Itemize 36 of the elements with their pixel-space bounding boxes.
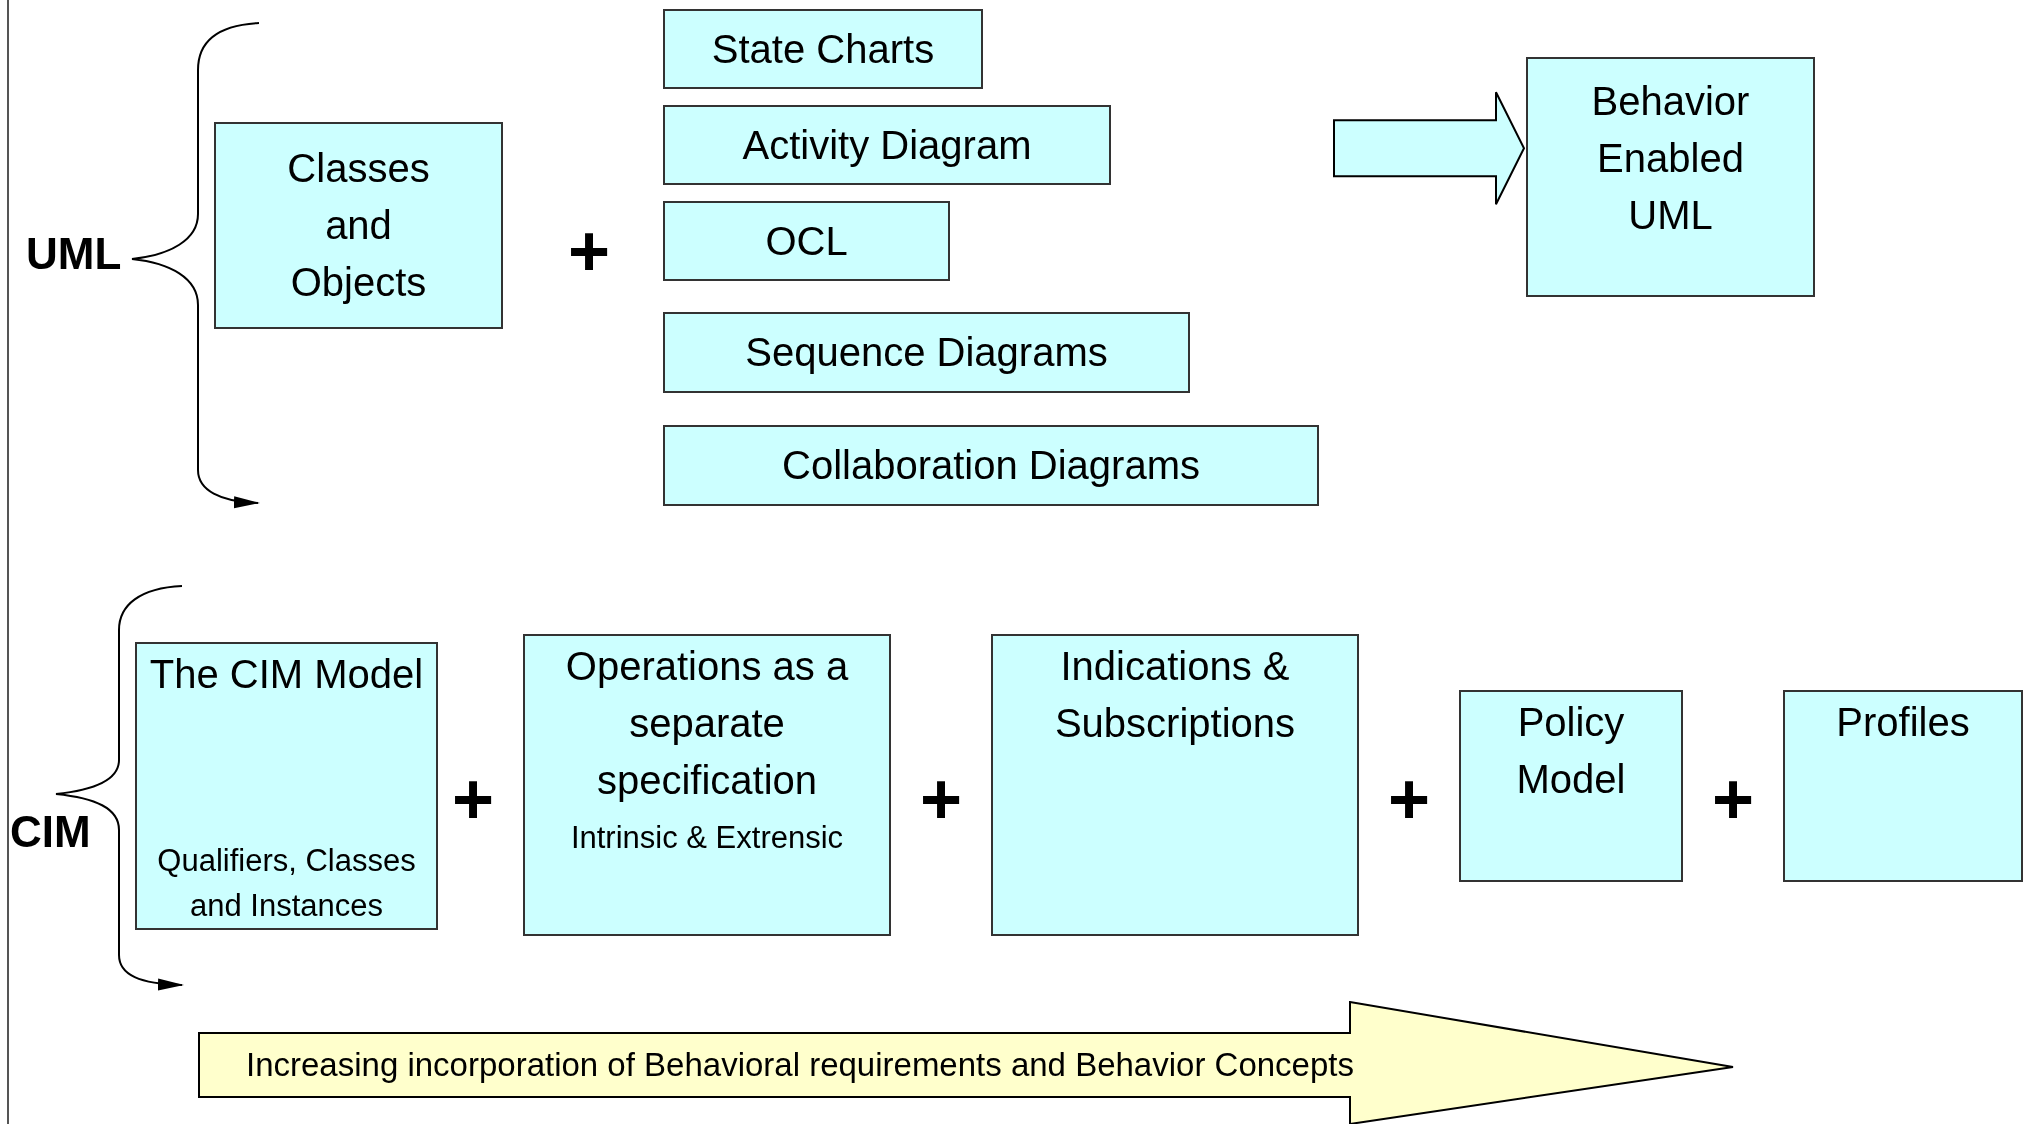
box-title: State Charts [711,25,935,73]
box-title: The CIM Model [149,651,424,698]
plus-sign: + [1388,760,1431,840]
process-box [663,312,1190,393]
box-title: Operations as a separate specification [564,643,850,804]
process-box [135,642,438,930]
box-subtitle: Qualifiers, Classes and Instances [156,842,417,925]
process-box [663,425,1319,506]
process-box [1459,690,1683,882]
process-box [663,9,983,89]
box-title: Activity Diagram [742,121,1032,169]
process-box [991,634,1359,936]
box-title: Profiles [1836,699,1970,746]
box-title: Sequence Diagrams [745,329,1108,376]
box-title: Policy Model [1515,699,1627,803]
side-label: CIM [10,808,91,857]
plus-sign: + [920,760,963,840]
process-box [214,122,503,329]
plus-sign: + [568,212,611,292]
box-title: Indications & Subscriptions [1053,643,1297,747]
box-title: Collaboration Diagrams [782,442,1200,489]
block-arrow [198,1001,1736,1124]
box-title: OCL [765,217,848,265]
plus-sign: + [1712,760,1755,840]
process-box [523,634,891,936]
side-label: UML [26,230,122,279]
process-box [663,105,1111,185]
plus-sign: + [452,760,495,840]
box-subtitle: Intrinsic & Extrensic [570,819,844,857]
process-box [1526,57,1815,297]
block-arrow [1333,91,1526,206]
process-box [663,201,950,281]
arrow-text: Increasing incorporation of Behavioral requirements and Behavior Concepts [246,1045,1354,1085]
box-title: Classes and Objects [286,145,431,306]
box-title: Behavior Enabled UML [1590,78,1751,239]
process-box [1783,690,2023,882]
